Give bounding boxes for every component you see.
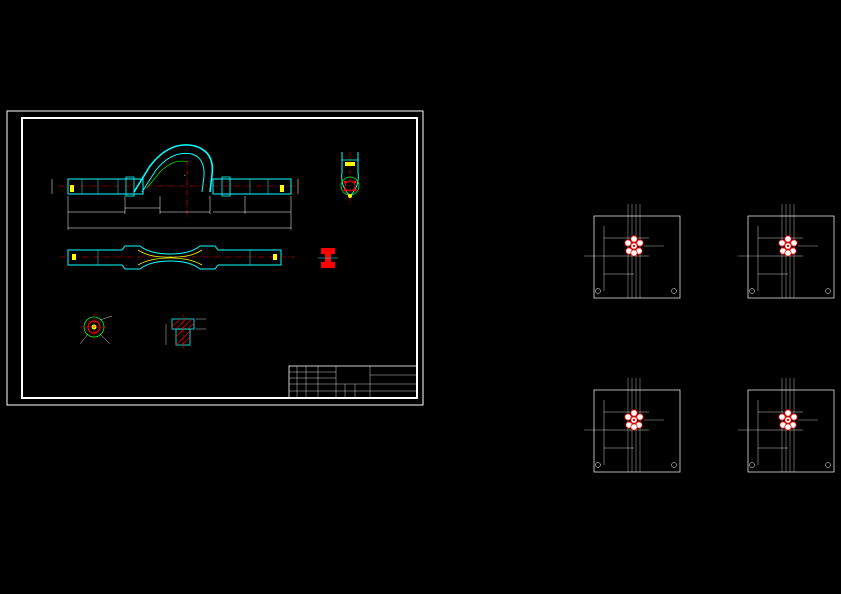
boss-circle [778, 239, 786, 247]
boss-circle [790, 239, 798, 247]
detail-frame [593, 389, 681, 473]
boss-circle [784, 249, 792, 257]
svg-text:+: + [184, 173, 186, 177]
outer-frame [6, 110, 424, 406]
detail-view-4 [738, 378, 835, 473]
detail-view-1 [584, 204, 681, 299]
boss-circle [784, 235, 792, 243]
detail-view-2 [738, 204, 835, 299]
inner-frame [21, 117, 418, 399]
top-view [60, 245, 295, 270]
boss-circle [784, 409, 792, 417]
boss-circle [630, 409, 638, 417]
section-cross [318, 248, 338, 268]
boss-circle [624, 239, 632, 247]
dimension-lines [51, 179, 299, 230]
boss-circle [630, 249, 638, 257]
detail-frame [747, 389, 835, 473]
boss-circle [624, 413, 632, 421]
detail-views-group [584, 204, 835, 473]
detail-frame [747, 215, 835, 299]
main-sheet: + [6, 110, 424, 406]
detail-view-3 [584, 378, 681, 473]
right-end-mark [280, 185, 284, 192]
boss-circle [784, 423, 792, 431]
left-end-mark [70, 185, 74, 192]
boss-circle [778, 413, 786, 421]
boss-circle [630, 423, 638, 431]
boss-circle [636, 413, 644, 421]
detail-frame [593, 215, 681, 299]
detail-section-view [165, 314, 206, 350]
right-shaft [212, 178, 292, 195]
boss-circle [790, 413, 798, 421]
title-block [288, 365, 418, 399]
front-view: + [51, 144, 300, 230]
detail-circle-view [79, 313, 113, 345]
crank-arch [133, 144, 214, 193]
boss-circle [630, 235, 638, 243]
boss-circle [636, 239, 644, 247]
side-view [340, 152, 360, 205]
left-shaft [67, 178, 144, 195]
